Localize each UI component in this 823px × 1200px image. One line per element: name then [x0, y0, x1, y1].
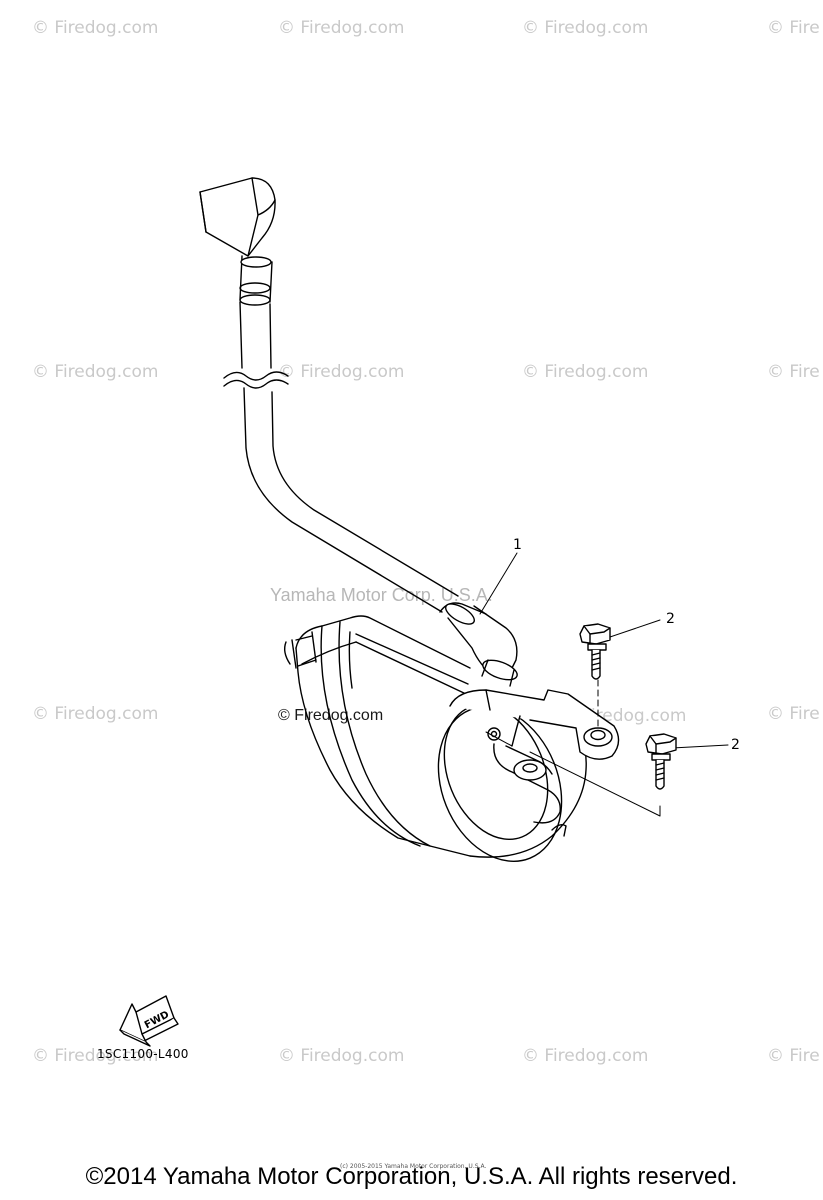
- center-watermark: Yamaha Motor Corp. U.S.A.: [270, 585, 493, 605]
- motor-body: [295, 615, 587, 862]
- center-site-watermark: © Firedog.com: [278, 707, 384, 724]
- watermark: © Fire: [767, 1046, 820, 1066]
- callout-part-1: 1: [513, 537, 522, 553]
- watermark: © Firedog.com: [32, 1046, 159, 1066]
- watermark: © Firedog.com: [522, 362, 649, 382]
- wire-connector: [199, 177, 276, 257]
- fwd-arrow-icon: [119, 995, 179, 1047]
- watermark: © Firedog.com: [278, 1046, 405, 1066]
- mounting-bracket: [449, 689, 620, 837]
- watermark: © Firedog.com: [32, 18, 159, 38]
- watermark: © Firedog.com: [278, 362, 405, 382]
- small-print: (c) 2005-2015 Yamaha Motor Corporation, …: [340, 1163, 487, 1170]
- watermark: © Fire: [767, 18, 820, 38]
- lead-wire: [223, 301, 459, 613]
- bolt-upper: [579, 623, 611, 680]
- watermark: © Fire: [767, 362, 820, 382]
- copyright-footer: ©2014 Yamaha Motor Corporation, U.S.A. A…: [85, 1163, 738, 1190]
- watermark: © Firedog.com: [522, 18, 649, 38]
- watermark: © Firedog.com: [32, 704, 159, 724]
- watermark: © Fire: [767, 704, 820, 724]
- watermark: © Firedog.com: [32, 362, 159, 382]
- diagram-code: 1SC1100-L400: [97, 1047, 189, 1061]
- leader-lines: [479, 552, 729, 817]
- bolt-lower: [645, 733, 677, 790]
- watermark: © Firedog.com: [278, 18, 405, 38]
- terminal-boot: [439, 602, 518, 687]
- watermark: © Firedog.com: [522, 1046, 649, 1066]
- motor-shaft: [283, 631, 317, 669]
- callout-part-2: 2: [666, 611, 675, 627]
- callout-part-2: 2: [731, 737, 740, 753]
- wire-boot: [239, 255, 273, 306]
